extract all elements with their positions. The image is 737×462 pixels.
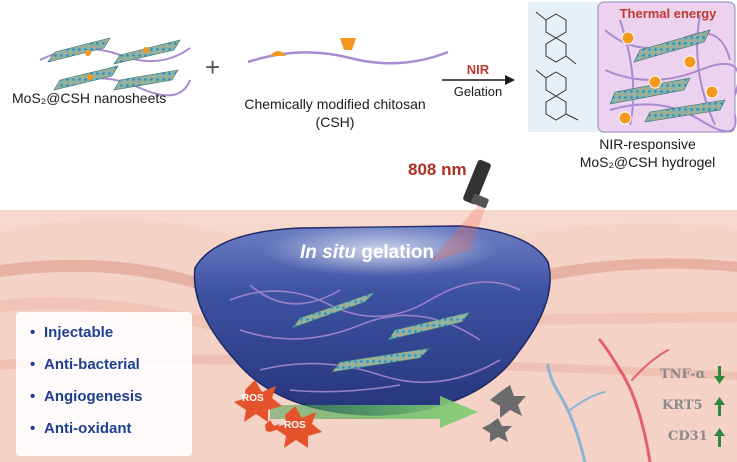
reaction-above-label: NIR (466, 62, 490, 77)
reaction-below-label: Gelation (453, 84, 503, 99)
chitosan-label-line2: (CSH) (315, 114, 355, 130)
laser-wavelength: 808 nm (408, 160, 467, 179)
marker-tnf: TNF-α (660, 367, 706, 382)
property-item: •Injectable (30, 324, 114, 341)
arrow-up-icon (714, 428, 725, 447)
arrow-down-icon (714, 366, 725, 384)
ros-label-1: ROS (242, 393, 264, 404)
plus-sign: + (205, 52, 221, 82)
chitosan-drawing (247, 38, 449, 65)
property-label: Anti-oxidant (44, 420, 132, 437)
arrow-up-icon (714, 397, 725, 416)
product-label-line2: MoS₂@CSH hydrogel (579, 154, 716, 170)
gelation-label: In situ gelation (300, 242, 434, 264)
laser-device (430, 159, 491, 262)
product-label-line1: NIR-responsive (599, 136, 696, 152)
property-label: Injectable (44, 324, 114, 341)
ros-scavenging (234, 380, 526, 448)
property-item: •Angiogenesis (30, 388, 143, 405)
gelation-rest: gelation (355, 242, 435, 263)
marker-cd31: CD31 (668, 429, 708, 444)
crosslink-molecules-panel (528, 2, 598, 132)
ros-label-2: ROS (284, 420, 306, 431)
marker-krt5: KRT5 (662, 398, 703, 413)
nanosheets-drawing (39, 37, 191, 97)
property-item: •Anti-oxidant (30, 420, 132, 437)
thermal-energy-label: Thermal energy (619, 6, 717, 21)
property-label: Angiogenesis (44, 388, 143, 405)
property-item: •Anti-bacterial (30, 356, 140, 373)
property-list: •Injectable •Anti-bacterial •Angiogenesi… (16, 312, 192, 456)
hydrogel-network-panel (597, 1, 737, 133)
hydrogel-wound-fill (193, 224, 551, 416)
nanosheets-label: MoS₂@CSH nanosheets (12, 90, 167, 106)
blood-vessels (546, 338, 669, 462)
gelation-italic: In situ (300, 242, 356, 263)
property-label: Anti-bacterial (44, 356, 140, 373)
chitosan-label-line1: Chemically modified chitosan (244, 96, 426, 112)
